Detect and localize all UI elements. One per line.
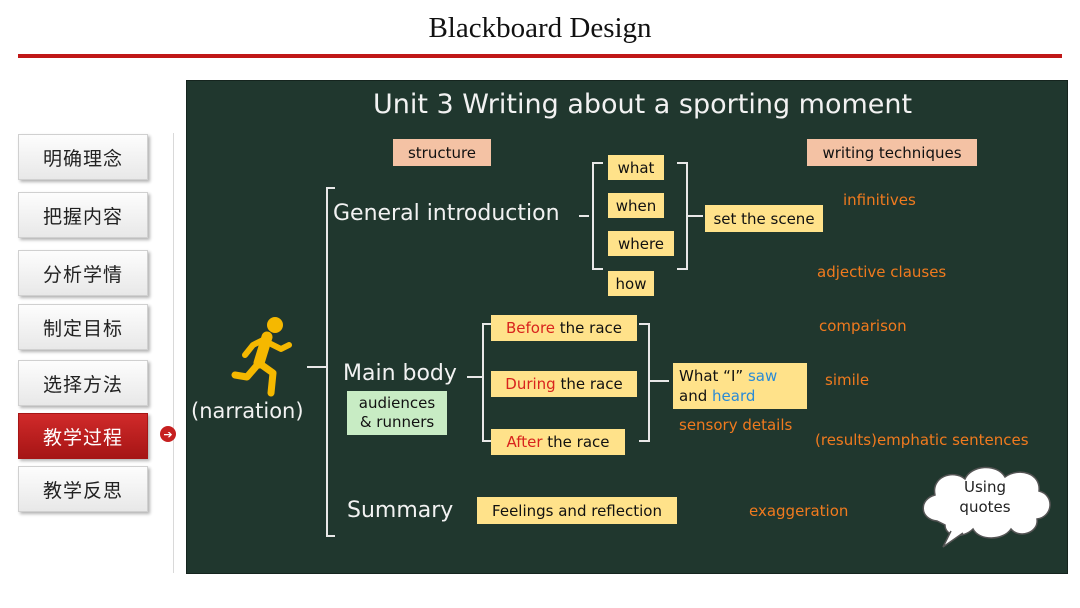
- cloud-text: Using quotes: [955, 477, 1015, 517]
- wh-where: where: [608, 231, 674, 256]
- saw-line1-a: What “I”: [679, 367, 744, 385]
- main-body: Main body: [343, 361, 457, 386]
- narration-label: (narration): [191, 399, 304, 423]
- before-prefix: Before: [505, 319, 556, 337]
- structure-label: structure: [393, 139, 491, 166]
- before-the-race: Before the race: [491, 315, 637, 341]
- general-introduction: General introduction: [333, 201, 560, 226]
- nav-item-7[interactable]: 教学反思: [18, 466, 148, 512]
- nav-item-1[interactable]: 明确理念: [18, 134, 148, 180]
- cloud-text-line-2: quotes: [959, 498, 1011, 516]
- after-prefix: After: [506, 433, 543, 451]
- cloud-text-line-1: Using: [964, 478, 1006, 496]
- during-prefix: During: [505, 375, 556, 393]
- wh-when: when: [608, 193, 664, 218]
- technique-emphatic-sentences: (results)emphatic sentences: [815, 431, 1029, 449]
- title-divider: [18, 54, 1062, 58]
- after-the-race: After the race: [491, 429, 625, 455]
- techniques-label: writing techniques: [807, 139, 977, 166]
- blackboard: Unit 3 Writing about a sporting moment s…: [186, 80, 1068, 574]
- cloud-icon: [922, 466, 1051, 548]
- after-suffix: the race: [547, 433, 610, 451]
- nav-item-2[interactable]: 把握内容: [18, 192, 148, 238]
- nav-item-5[interactable]: 选择方法: [18, 360, 148, 406]
- saw-word: saw: [747, 367, 778, 385]
- connector-lines: [307, 162, 703, 537]
- saw-line2-a: and: [679, 387, 708, 405]
- during-suffix: the race: [560, 375, 623, 393]
- what-i-saw-heard: What “I” saw and heard: [673, 363, 807, 409]
- speech-cloud: Using quotes: [915, 459, 1055, 555]
- wh-how: how: [608, 271, 654, 296]
- page-title: Blackboard Design: [428, 12, 652, 44]
- technique-exaggeration: exaggeration: [749, 502, 849, 520]
- before-suffix: the race: [559, 319, 623, 337]
- technique-adjective-clauses: adjective clauses: [817, 263, 947, 281]
- technique-infinitives: infinitives: [843, 191, 916, 209]
- technique-simile: simile: [825, 371, 870, 389]
- audiences-line-2: & runners: [359, 413, 435, 431]
- audiences-runners: audiences & runners: [347, 391, 447, 435]
- nav-item-3[interactable]: 分析学情: [18, 250, 148, 296]
- technique-sensory-details: sensory details: [679, 416, 793, 434]
- set-the-scene: set the scene: [705, 205, 823, 232]
- summary: Summary: [347, 498, 454, 523]
- nav-item-4[interactable]: 制定目标: [18, 304, 148, 350]
- feelings-and-reflection: Feelings and reflection: [477, 497, 677, 524]
- nav-item-6[interactable]: 教学过程: [18, 413, 148, 459]
- board-heading: Unit 3 Writing about a sporting moment: [373, 89, 913, 120]
- active-arrow-icon: ➔: [160, 426, 176, 442]
- runner-icon: [231, 317, 292, 397]
- wh-what: what: [608, 155, 664, 180]
- heard-word: heard: [712, 387, 756, 405]
- during-the-race: During the race: [491, 371, 637, 397]
- technique-comparison: comparison: [819, 317, 907, 335]
- sidebar-divider: [173, 133, 174, 573]
- audiences-line-1: audiences: [358, 394, 436, 412]
